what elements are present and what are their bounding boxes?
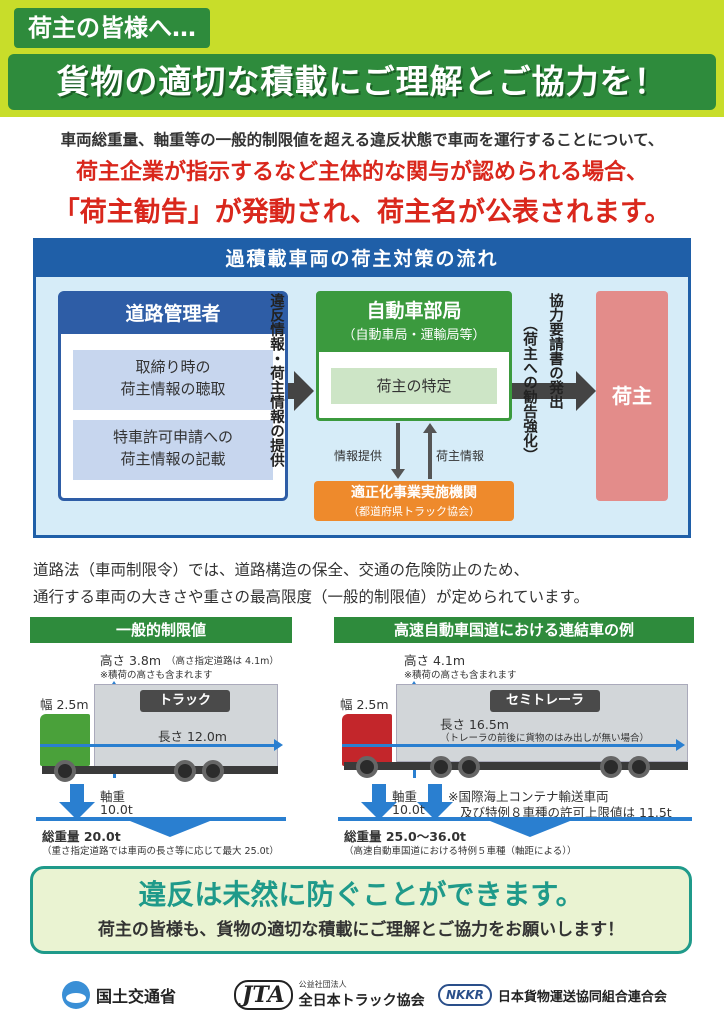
right-container-note-2: 及び特例８車種の許可上限値は 11.5t <box>460 805 672 820</box>
org-label: 適正化事業実施機関 <box>351 485 477 501</box>
right-ground <box>338 817 692 821</box>
left-truck-label: トラック <box>140 690 230 712</box>
right-wheel-4 <box>600 756 622 778</box>
arrow-2-text: （荷主への勧告強化） <box>521 317 537 462</box>
right-length-note: （トレーラの前後に貨物のはみ出しが無い場合） <box>440 733 650 744</box>
intro-line-2: 荷主企業が指示するなど主体的な関与が認められる場合、 <box>75 160 648 185</box>
law-line-1: 道路法（車両制限令）では、道路構造の保全、交通の危険防止のため、 <box>33 561 530 579</box>
left-chassis <box>42 766 278 774</box>
bottom-banner: 違反は未然に防ぐことができます。 荷主の皆様も、貨物の適切な積載にご理解とご協力… <box>30 866 692 954</box>
right-total-note: （高速自動車国道における特例５車種（軸距による）） <box>344 846 577 857</box>
left-wheel-1 <box>54 760 76 782</box>
right-chassis <box>344 762 688 770</box>
dept-label: 自動車部局 <box>366 300 462 322</box>
info-provide-label: 情報提供 <box>334 449 383 463</box>
right-height-note2: ※積荷の高さも含まれます <box>404 670 517 681</box>
nkkr-logo-icon: NKKR <box>438 984 492 1006</box>
arrow-1-text: 違反情報・荷主情報の提供 <box>268 293 284 467</box>
jta-logo-text-wrap: 公益社団法人 全日本トラック協会 <box>299 980 425 1010</box>
right-axle-arrow <box>361 802 397 820</box>
road-admin-label: 道路管理者 <box>61 294 285 334</box>
shipper-box: 荷主 <box>596 291 668 501</box>
jta-logo-icon: JTA <box>234 980 293 1010</box>
right-height: 高さ 4.1m <box>404 653 466 668</box>
banner-line-1: 違反は未然に防ぐことができます。 <box>138 878 584 911</box>
right-total: 総重量 25.0～36.0t <box>344 829 467 844</box>
logo-nkkr: NKKR 日本貨物運送協同組合連合会 <box>438 978 667 1012</box>
right-container-note-1: ※国際海上コンテナ輸送車両 <box>448 789 609 804</box>
road-admin-item-1: 取締り時の 荷主情報の聴取 <box>73 350 273 410</box>
right-total-arrow <box>490 821 570 837</box>
right-length-arrow <box>676 739 685 751</box>
left-total-note: （重さ指定道路では車両の長さ等に応じて最大 25.0t） <box>42 846 279 857</box>
left-panel-title: 一般的制限値 <box>30 617 292 643</box>
org-sub: （都道府県トラック協会） <box>348 505 480 518</box>
arrow-1-head <box>294 371 314 411</box>
right-wheel-2 <box>430 756 452 778</box>
jta-logo-text: 全日本トラック協会 <box>298 993 425 1009</box>
left-width: 幅 2.5m <box>40 697 89 712</box>
law-line-2: 通行する車両の大きさや重さの最高限度（一般的制限値）が定められています。 <box>33 588 589 606</box>
intro-line-3: 「荷主勧告」が発動され、荷主名が公表されます。 <box>52 197 672 228</box>
mlit-logo-icon <box>62 981 90 1009</box>
left-wheel-3 <box>202 760 224 782</box>
flow-section: 過積載車両の荷主対策の流れ 道路管理者 取締り時の 荷主情報の聴取 特車許可申請… <box>33 238 691 538</box>
arrow-2-text-b: 協力要請書の発出 <box>547 293 563 409</box>
arrow-1-body <box>288 383 296 399</box>
right-panel-title: 高速自動車国道における連結車の例 <box>334 617 694 643</box>
mlit-logo-text: 国土交通省 <box>96 987 177 1006</box>
info-down-line <box>396 423 400 469</box>
logo-mlit: 国土交通省 <box>62 978 176 1012</box>
right-axle-arrow2-body <box>428 784 442 804</box>
left-ground <box>36 817 286 821</box>
road-admin-item-2: 特車許可申請への 荷主情報の記載 <box>73 420 273 480</box>
left-wheel-2 <box>174 760 196 782</box>
info-up-line <box>428 433 432 479</box>
right-width: 幅 2.5m <box>340 697 389 712</box>
left-height-note: （高さ指定道路は 4.1m） <box>166 656 279 667</box>
right-wheel-1 <box>356 756 378 778</box>
flow-title: 過積載車両の荷主対策の流れ <box>36 241 688 277</box>
right-axle-val: 10.0t <box>392 802 425 817</box>
right-length: 長さ 16.5m <box>440 717 509 732</box>
banner-line-2: 荷主の皆様も、貨物の適切な積載にご理解とご協力をお願いします！ <box>97 920 625 940</box>
right-wheel-5 <box>628 756 650 778</box>
header: 荷主の皆様へ… 貨物の適切な積載にご理解とご協力を！ <box>0 0 724 117</box>
dept-box: 自動車部局 （自動車局・運輸局等） 荷主の特定 <box>316 291 512 421</box>
left-length: 長さ 12.0m <box>158 729 227 744</box>
arrow-2-head <box>576 371 596 411</box>
header-subtitle: 荷主の皆様へ… <box>14 8 210 48</box>
dept-sub: （自動車局・運輸局等） <box>342 328 486 343</box>
left-length-arrow <box>274 739 283 751</box>
nkkr-logo-text: 日本貨物運送協同組合連合会 <box>497 989 667 1005</box>
right-wheel-3 <box>458 756 480 778</box>
left-truck-cab <box>40 714 90 766</box>
arrow-2-body <box>512 383 578 399</box>
info-down-arrow <box>391 469 405 479</box>
intro-line-1: 車両総重量、軸重等の一般的制限値を超える違反状態で車両を運行することについて、 <box>60 131 664 149</box>
dept-head: 自動車部局 （自動車局・運輸局等） <box>319 294 509 352</box>
road-admin-box: 道路管理者 取締り時の 荷主情報の聴取 特車許可申請への 荷主情報の記載 <box>58 291 288 501</box>
left-height: 高さ 3.8m <box>100 653 162 668</box>
shipper-info-label: 荷主情報 <box>436 449 485 463</box>
left-total-arrow <box>130 821 210 837</box>
right-length-line <box>342 744 678 747</box>
right-truck-label: セミトレーラ <box>490 690 600 712</box>
left-axle-arrow <box>59 802 95 820</box>
left-axle-arrow-body <box>70 784 84 804</box>
logo-jta: JTA 公益社団法人 全日本トラック協会 <box>234 978 425 1012</box>
left-total: 総重量 20.0t <box>42 829 121 844</box>
jta-logo-sub: 公益社団法人 <box>298 980 347 989</box>
right-axle-arrow-body <box>372 784 386 804</box>
header-title: 貨物の適切な積載にご理解とご協力を！ <box>8 54 716 110</box>
left-axle-val: 10.0t <box>100 802 133 817</box>
right-axle-arrow2 <box>417 802 453 820</box>
org-box: 適正化事業実施機関 （都道府県トラック協会） <box>314 481 514 521</box>
left-axle: 軸重 <box>100 789 126 804</box>
info-up-arrow <box>423 423 437 433</box>
left-length-line <box>40 744 276 747</box>
right-axle: 軸重 <box>392 789 418 804</box>
dept-item: 荷主の特定 <box>331 368 497 404</box>
left-height-note2: ※積荷の高さも含まれます <box>100 670 213 681</box>
